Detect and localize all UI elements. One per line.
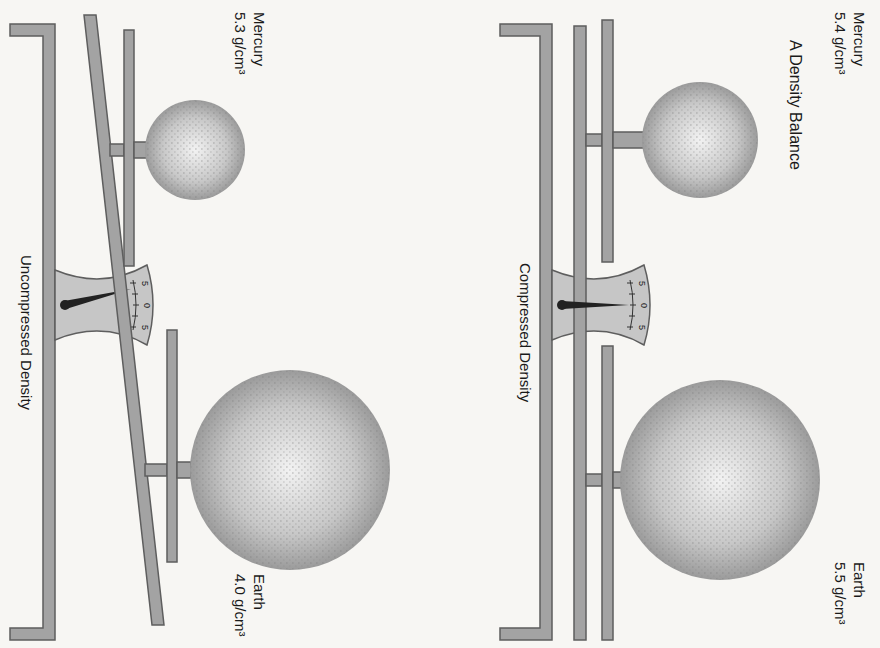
scale-number: 5 [140,325,150,330]
pan-post [586,474,602,486]
stipple-texture [620,380,820,580]
balance-caption: Uncompressed Density [18,255,35,410]
pan-stub [177,462,191,478]
tilted-beam [84,15,164,625]
scale-number: 5 [140,281,150,286]
diagram-title: A Density Balance [786,40,804,170]
needle [562,301,629,309]
density-value: 5.4 g/cm³ [832,12,849,75]
pan-post [586,134,602,146]
pan [602,20,613,262]
planet-sphere: Earth5.5 g/cm³ [620,380,820,580]
planet-name: Mercury [251,12,268,66]
beam [574,26,586,640]
stipple-texture [642,82,758,198]
planet-name: Mercury [851,12,868,66]
density-value: 4.0 g/cm³ [232,574,249,637]
base-bracket [500,24,552,640]
scale-number: 0 [639,303,649,308]
planet-sphere: Mercury5.3 g/cm³ [145,100,245,200]
planet-name: Earth [251,574,268,610]
needle-pivot [557,300,567,310]
balance-caption: Compressed Density [517,263,534,402]
stipple-fill [643,83,758,198]
stipple-texture [190,370,390,570]
density-value: 5.5 g/cm³ [832,562,849,625]
stipple-fill [621,381,820,580]
pan-post [145,464,167,476]
pan [167,330,177,562]
scale-number: 0 [142,303,152,308]
pan [602,346,613,640]
scale-number: 5 [637,325,647,330]
scale-number: 5 [637,281,647,286]
base-bracket [10,24,55,640]
stipple-texture [145,100,245,200]
density-value: 5.3 g/cm³ [232,12,249,75]
pan [124,30,134,266]
dial [552,265,650,345]
pan-stub [613,132,644,148]
dial-ticks [130,283,139,327]
planet-sphere: Mercury5.4 g/cm³ [642,82,758,198]
dial [55,265,153,345]
pan-post [110,144,124,156]
needle-pivot [60,300,70,310]
planet-name: Earth [851,562,868,598]
planet-sphere: Earth4.0 g/cm³ [190,370,390,570]
stipple-fill [146,101,245,200]
stipple-fill [191,371,390,570]
